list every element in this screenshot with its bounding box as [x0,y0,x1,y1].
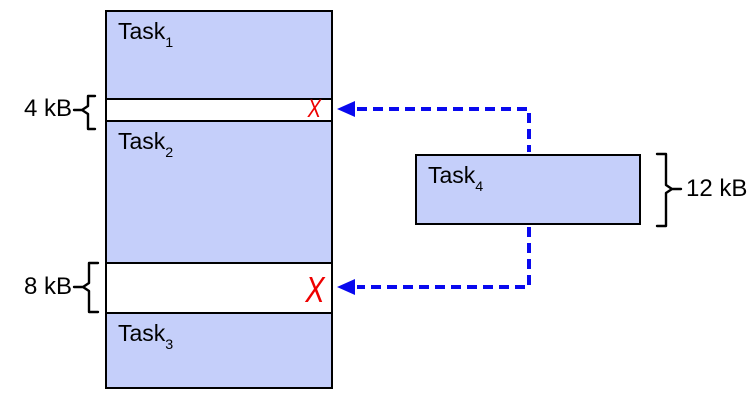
block-divider [107,120,331,122]
reject-x-mark-8kb: X [305,269,325,310]
reject-x-mark-4kb: X [307,95,322,123]
task2-name: Task [118,128,166,154]
task1-subscript: 1 [165,35,174,52]
incoming-task4-box: Task4 [415,154,641,225]
task1-name: Task [118,18,166,44]
task1-label: Task1 [107,12,331,50]
memory-block-task1: Task1 [107,12,331,98]
gap-size-label-8kb: 8 kB [23,273,72,300]
task4-subscript: 4 [475,179,484,196]
task2-label: Task2 [107,122,331,160]
dashed-arrow-line-to-4kb-gap [357,107,531,152]
memory-block-task2: Task2 [107,122,331,262]
task4-name: Task [428,162,476,188]
free-gap-8kb [107,264,331,312]
task2-subscript: 2 [165,145,174,162]
gap-size-label-4kb: 4 kB [23,95,72,122]
task4-label: Task4 [417,156,639,194]
arrowhead-left-icon-4kb [337,101,355,117]
task3-subscript: 3 [165,337,174,354]
brace-12kb [655,152,683,228]
dashed-arrow-line-to-8kb-gap [357,227,531,289]
free-gap-4kb [107,100,331,120]
block-divider [107,312,331,314]
block-divider [107,98,331,100]
brace-8kb [72,261,100,314]
task3-label: Task3 [107,314,331,352]
task4-size-label-12kb: 12 kB [686,175,748,202]
brace-4kb [72,94,97,131]
task3-name: Task [118,320,166,346]
memory-block-task3: Task3 [107,314,331,387]
arrowhead-left-icon-8kb [337,279,355,295]
memory-column: Task1 Task2 Task3 [105,10,333,389]
block-divider [107,262,331,264]
